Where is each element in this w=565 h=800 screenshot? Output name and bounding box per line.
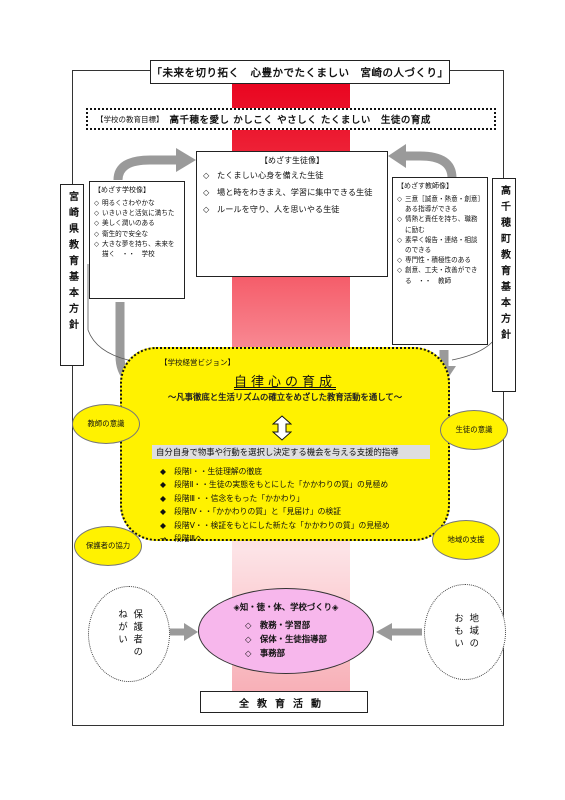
teacher-image-box: 【めざす教師像】 ◇三意［誠意・熱意・創意］ある指導ができる ◇情熱と責任を持ち… (392, 177, 488, 345)
student-image-box: 【めざす生徒像】 ◇たくましい心身を備えた生徒 ◇場と時をわきまえ、学習に集中で… (196, 151, 388, 277)
school-image-header: 【めざす学校像】 (94, 186, 150, 194)
student-image-item: ◇ルールを守り、人を思いやる生徒 (203, 203, 340, 214)
school-image-item: ◇衛生的で安全な (94, 229, 149, 238)
student-image-item: ◇場と時をわきまえ、学習に集中できる生徒 (203, 187, 373, 198)
arrowhead-left-top (176, 148, 196, 172)
arrow-left-top (113, 155, 180, 181)
step-list: ◆段階Ⅰ・・生徒理解の徹底 ◆段階Ⅱ・・生徒の実態をもとにした「かかわりの質」の… (160, 465, 390, 545)
callout-student: 生徒の意識 (440, 410, 508, 450)
teacher-image-item: ◇創意、工夫・改善ができる ・・ 教師 (397, 266, 478, 285)
arrow-right-top (404, 151, 457, 179)
school-goal-tag: 【学校の教育目標】 (96, 114, 164, 124)
student-image-item: ◇たくましい心身を備えた生徒 (203, 170, 324, 181)
town-policy: 高千穂町教育基本方針 (492, 178, 516, 392)
step-return: →段階Ⅲへ (160, 532, 390, 545)
leader-left (87, 264, 129, 361)
callout-guardian: 保護者の協力 (74, 526, 142, 566)
vision-title: 自律心の育成 (233, 375, 336, 390)
organization-item: ◇ 保体・生徒指導部 (245, 634, 327, 644)
callout-region: 地域の支援 (432, 520, 500, 560)
teacher-image-item: ◇情熱と責任を持ち、職務に励む (397, 215, 478, 234)
all-education-activities: 全教育活動 (200, 691, 368, 713)
organization-item: ◇ 教務・学習部 (245, 620, 311, 630)
prefecture-policy: 宮崎県教育基本方針 (60, 184, 84, 366)
step-item: ◆段階Ⅳ・・「かかわりの質」と「見届け」の検証 (160, 507, 342, 517)
arrowhead-bottom-left (184, 623, 198, 641)
school-goal-text: 高千穂を愛し かしこく やさしく たくましい 生徒の育成 (169, 115, 431, 126)
arrowhead-right-top (388, 144, 406, 168)
organization-oval: ◈知・徳・体、学校づくり◈ ◇ 教務・学習部 ◇ 保体・生徒指導部 ◇ 事務部 (198, 588, 374, 674)
slogan-title: 「未来を切り拓く 心豊かでたくましい 宮崎の人づくり」 (150, 60, 450, 84)
step-item: ◆段階Ⅱ・・生徒の実態をもとにした「かかわりの質」の見極め (160, 480, 389, 490)
step-item: ◆段階Ⅰ・・生徒理解の徹底 (160, 467, 263, 476)
support-guidance-band: 自分自身で物事や行動を選択し決定する機会を与える支援的指導 (152, 445, 430, 459)
vision-subtitle: ～凡事徹底と生活リズムの確立をめざした教育活動を通して～ (167, 392, 403, 402)
school-image-item: ◇明るくさわやかな (94, 198, 155, 207)
student-image-header: 【めざす生徒像】 (260, 156, 324, 165)
arrowhead-bottom-right (376, 623, 392, 641)
return-arrow-icon: → (160, 534, 167, 544)
region-thought-oval: 地域のおもい (424, 584, 506, 680)
school-image-item: ◇美しく潤いのある (94, 219, 155, 228)
vision-tag: 【学校経営ビジョン】 (160, 358, 235, 367)
school-image-item: ◇大きな夢を持ち、未来を描く ・・ 学校 (94, 239, 175, 258)
step-item: ◆段階Ⅴ・・検証をもとにした新たな「かかわりの質」の見極め (160, 520, 390, 530)
school-image-item: ◇いきいきと活気に満ちた (94, 209, 175, 218)
school-goal: 【学校の教育目標】 高千穂を愛し かしこく やさしく たくましい 生徒の育成 (86, 108, 496, 130)
organization-header: ◈知・徳・体、学校づくり◈ (233, 602, 339, 612)
school-image-box: 【めざす学校像】 ◇明るくさわやかな ◇いきいきと活気に満ちた ◇美しく潤いのあ… (89, 181, 185, 299)
callout-teacher: 教師の意識 (72, 404, 140, 444)
management-vision: 【学校経営ビジョン】 自律心の育成 ～凡事徹底と生活リズムの確立をめざした教育活… (120, 347, 450, 543)
organization-item: ◇ 事務部 (245, 648, 285, 658)
teacher-image-item: ◇専門性・積極性のある (397, 256, 471, 265)
teacher-image-item: ◇素早く報告・連絡・相談のできる (397, 235, 478, 254)
guardian-wish-oval: 保護者のねがい (88, 586, 170, 682)
double-arrow-icon (272, 415, 292, 441)
teacher-image-header: 【めざす教師像】 (397, 182, 453, 190)
step-item: ◆段階Ⅲ・・信念をもった「かかわり」 (160, 493, 305, 503)
teacher-image-item: ◇三意［誠意・熱意・創意］ある指導ができる (397, 194, 481, 214)
